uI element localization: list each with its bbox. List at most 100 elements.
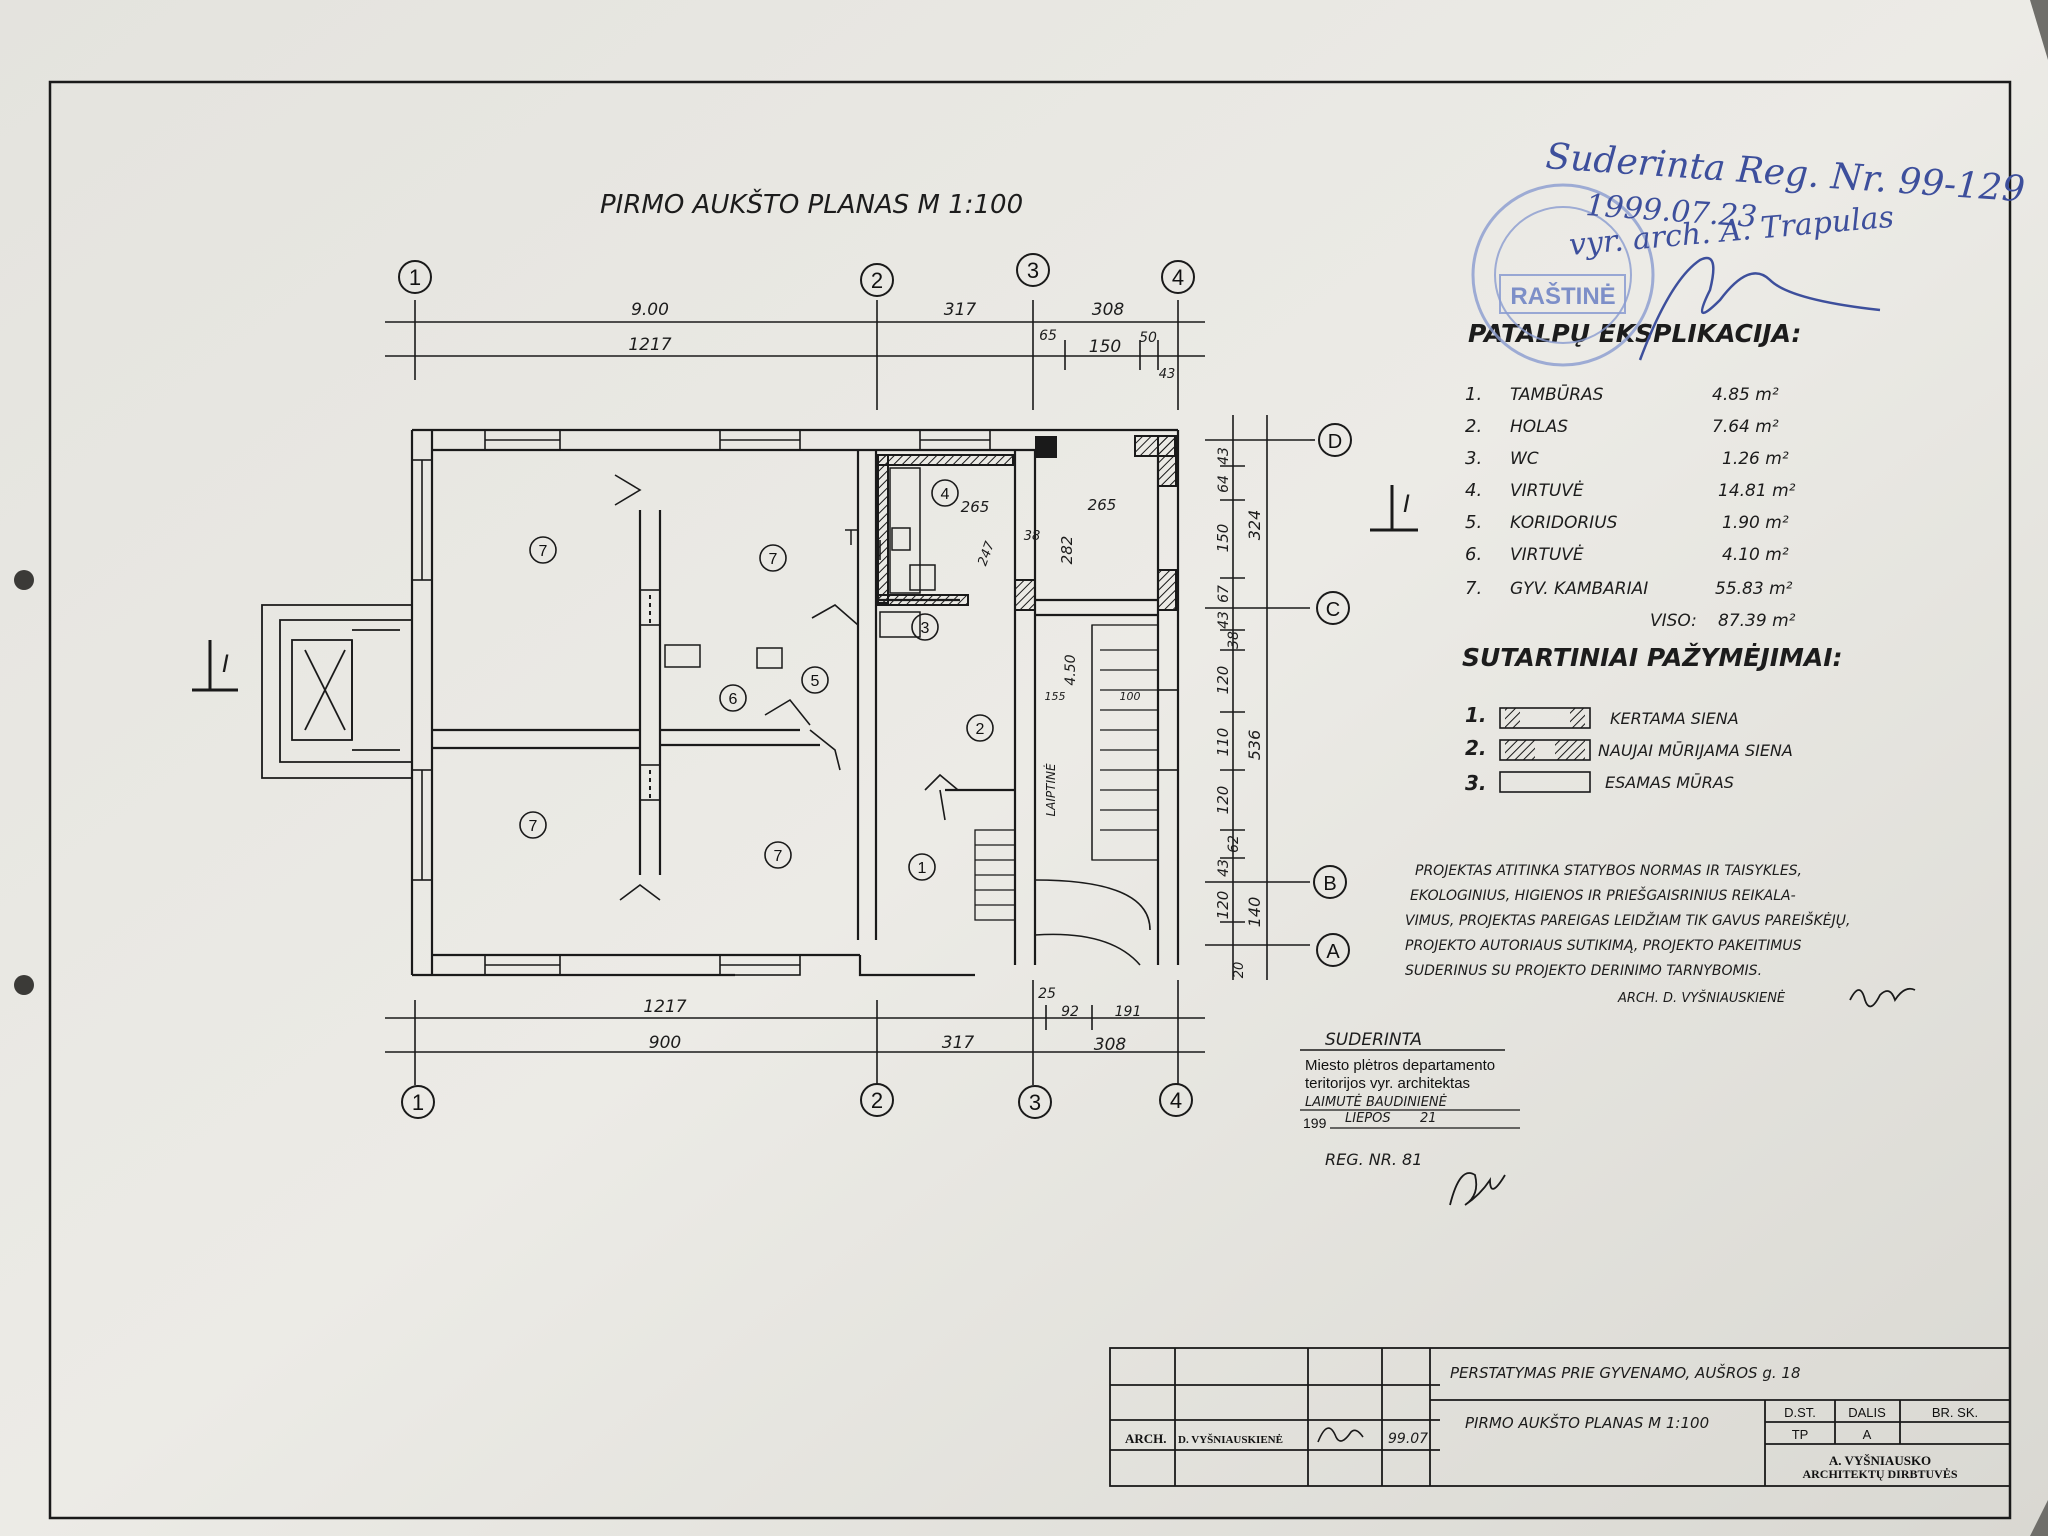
room-dim-282: 282 xyxy=(1058,536,1076,565)
dim-top-308: 308 xyxy=(1092,300,1125,320)
tb-stage: TP xyxy=(1792,1427,1809,1442)
dim-bot-308: 308 xyxy=(1094,1035,1127,1055)
dim-top-65: 65 xyxy=(1039,328,1057,344)
svg-text:GYV. KAMBARIAI: GYV. KAMBARIAI xyxy=(1510,579,1648,599)
svg-text:LAIMUTĖ BAUDINIENĖ: LAIMUTĖ BAUDINIENĖ xyxy=(1305,1094,1448,1110)
axis-1-top: 1 xyxy=(409,265,421,290)
svg-text:VIMUS, PROJEKTAS PAREIGAS LEID: VIMUS, PROJEKTAS PAREIGAS LEIDŽIAM TIK G… xyxy=(1405,911,1850,929)
kitchen-fixtures xyxy=(664,467,936,669)
svg-text:KORIDORIUS: KORIDORIUS xyxy=(1510,513,1618,533)
svg-text:43: 43 xyxy=(1216,611,1232,629)
svg-text:120: 120 xyxy=(1214,786,1232,815)
drawing-frame xyxy=(48,80,2012,1520)
svg-text:teritorijos vyr. architektas: teritorijos vyr. architektas xyxy=(1305,1075,1470,1092)
svg-text:140: 140 xyxy=(1245,897,1264,928)
room-7a: 7 xyxy=(539,543,548,560)
room-dim-265a: 265 xyxy=(961,498,990,516)
entrance-porch xyxy=(261,604,412,779)
svg-text:67: 67 xyxy=(1216,585,1232,603)
signature-blue xyxy=(1638,256,1881,361)
room-2: 2 xyxy=(976,721,985,738)
svg-text:87.39 m²: 87.39 m² xyxy=(1718,611,1796,631)
svg-text:14.81 m²: 14.81 m² xyxy=(1718,481,1796,501)
svg-text:1.: 1. xyxy=(1465,703,1487,727)
axis-4-top: 4 xyxy=(1172,265,1184,290)
svg-text:20: 20 xyxy=(1232,962,1247,979)
new-wall-hatches xyxy=(877,435,1177,611)
explication-heading: PATALPŲ EKSPLIKACIJA: xyxy=(1468,319,1801,348)
svg-text:64: 64 xyxy=(1216,475,1232,493)
room-4: 4 xyxy=(941,486,950,503)
svg-text:55.83 m²: 55.83 m² xyxy=(1715,579,1793,599)
axis-markers-right xyxy=(1313,423,1352,967)
tb-col-sheets: BR. SK. xyxy=(1932,1405,1978,1420)
svg-text:WC: WC xyxy=(1510,449,1539,469)
dim-bot-25: 25 xyxy=(1038,986,1056,1002)
axis-3-bottom: 3 xyxy=(1029,1090,1041,1115)
title-block xyxy=(1109,1347,2011,1487)
svg-text:43: 43 xyxy=(1216,859,1232,877)
explication-rows: 1. TAMBŪRAS 4.85 m² 2. HOLAS 7.64 m² 3. … xyxy=(1465,383,1796,631)
axis-4-bottom: 4 xyxy=(1170,1088,1182,1113)
svg-text:7.: 7. xyxy=(1465,578,1482,599)
svg-text:EKOLOGINIUS, HIGIENOS IR PRIEŠ: EKOLOGINIUS, HIGIENOS IR PRIEŠGAISRINIUS… xyxy=(1410,886,1796,904)
svg-text:1.90 m²: 1.90 m² xyxy=(1722,513,1789,533)
svg-text:NAUJAI MŪRIJAMA SIENA: NAUJAI MŪRIJAMA SIENA xyxy=(1598,741,1793,760)
axis-2-top: 2 xyxy=(871,268,883,293)
right-dimension-lines xyxy=(1205,415,1315,980)
stair-label: LAIPTINĖ xyxy=(1043,763,1058,817)
svg-text:LIEPOS: LIEPOS xyxy=(1345,1111,1391,1126)
tb-col-stage: D.ST. xyxy=(1784,1405,1816,1420)
svg-text:I: I xyxy=(222,650,229,678)
svg-text:7.64 m²: 7.64 m² xyxy=(1712,417,1779,437)
dim-top-317: 317 xyxy=(944,300,977,320)
room-number-circles xyxy=(519,479,994,881)
dim-top-900: 9.00 xyxy=(631,300,669,320)
svg-text:2.: 2. xyxy=(1465,416,1482,437)
tb-date: 99.07 xyxy=(1388,1431,1428,1447)
axis-D: D xyxy=(1328,431,1342,453)
dim-top-150: 150 xyxy=(1089,337,1121,357)
svg-text:62: 62 xyxy=(1226,835,1242,853)
axis-markers-bottom xyxy=(401,1083,1193,1119)
top-dimension-lines xyxy=(385,300,1205,410)
axis-B: B xyxy=(1323,873,1336,895)
svg-text:4.85 m²: 4.85 m² xyxy=(1712,385,1779,405)
tb-part: A xyxy=(1863,1427,1872,1442)
staircase xyxy=(974,624,1159,921)
svg-text:VIRTUVĖ: VIRTUVĖ xyxy=(1510,544,1584,565)
legend-heading: SUTARTINIAI PAŽYMĖJIMAI: xyxy=(1462,642,1843,672)
tb-firm-2: ARCHITEKTŲ DIRBTUVĖS xyxy=(1802,1467,1957,1481)
svg-text:4.: 4. xyxy=(1465,480,1482,501)
svg-text:ESAMAS MŪRAS: ESAMAS MŪRAS xyxy=(1605,773,1734,792)
svg-text:SUDERINTA: SUDERINTA xyxy=(1325,1030,1422,1050)
svg-text:3.: 3. xyxy=(1465,771,1487,795)
dim-bot-191: 191 xyxy=(1115,1004,1142,1020)
svg-text:3.: 3. xyxy=(1465,448,1482,469)
tb-col-part: DALIS xyxy=(1848,1405,1886,1420)
room-dim-100: 100 xyxy=(1120,690,1141,703)
svg-text:ARCH. D. VYŠNIAUSKIENĖ: ARCH. D. VYŠNIAUSKIENĖ xyxy=(1617,990,1786,1006)
svg-text:KERTAMA SIENA: KERTAMA SIENA xyxy=(1610,709,1739,728)
dim-bot-92: 92 xyxy=(1061,1004,1079,1020)
section-mark-left: I xyxy=(192,640,238,692)
room-7d: 7 xyxy=(774,848,783,865)
door-swings xyxy=(614,474,1151,966)
section-mark-right: I xyxy=(1370,485,1418,532)
svg-text:I: I xyxy=(1403,490,1410,518)
punch-hole xyxy=(14,570,34,590)
punch-hole xyxy=(14,975,34,995)
dim-top-1217: 1217 xyxy=(628,335,671,355)
svg-text:4.10 m²: 4.10 m² xyxy=(1722,545,1789,565)
svg-text:43: 43 xyxy=(1216,447,1232,465)
dim-top-50: 50 xyxy=(1139,330,1157,346)
dim-bot-900: 900 xyxy=(649,1033,681,1053)
svg-text:VISO:: VISO: xyxy=(1650,611,1697,631)
room-dim-38: 38 xyxy=(1024,529,1041,544)
dim-bot-1217: 1217 xyxy=(643,997,686,1017)
tb-project: PERSTATYMAS PRIE GYVENAMO, AUŠROS g. 18 xyxy=(1450,1363,1801,1382)
svg-text:Miesto plėtros departamento: Miesto plėtros departamento xyxy=(1305,1057,1495,1074)
room-3: 3 xyxy=(921,620,930,637)
